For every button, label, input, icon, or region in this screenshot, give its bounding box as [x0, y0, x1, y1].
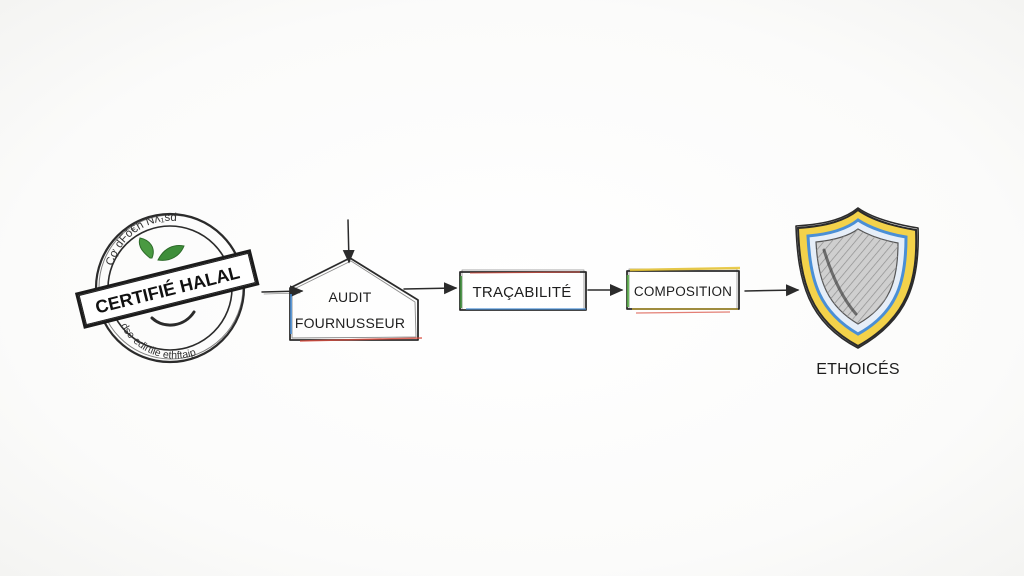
arrow-audit-to-tracabilite	[403, 282, 458, 295]
halal-stamp: Cợ dFŏ€h Nᴧ₁sd dse-edirtile ethftaip CER…	[74, 212, 260, 364]
arrow-composition-to-shield	[744, 284, 800, 297]
step-audit-line1: AUDIT	[329, 289, 372, 305]
leaf-icon	[138, 237, 196, 327]
shield-icon	[795, 207, 920, 349]
arrow-into-audit	[342, 219, 355, 264]
shield-caption: ETHOICÉS	[816, 359, 899, 378]
arrow-stamp-to-audit	[261, 285, 304, 298]
step-composition-label: COMPOSITION	[634, 284, 732, 299]
step-composition: COMPOSITION	[626, 266, 741, 314]
step-tracabilite-label: TRAÇABILITÉ	[473, 284, 572, 301]
step-audit-fournisseur: AUDIT FOURNUSSEUR	[289, 219, 423, 342]
step-tracabilite: TRAÇABILITÉ	[459, 269, 587, 311]
stamp-bottom-arc-text: dse-edirtile ethftaip	[118, 321, 198, 362]
stamp-banner: CERTIFIÉ HALAL	[74, 249, 260, 329]
step-audit-line2: FOURNUSSEUR	[295, 315, 405, 331]
